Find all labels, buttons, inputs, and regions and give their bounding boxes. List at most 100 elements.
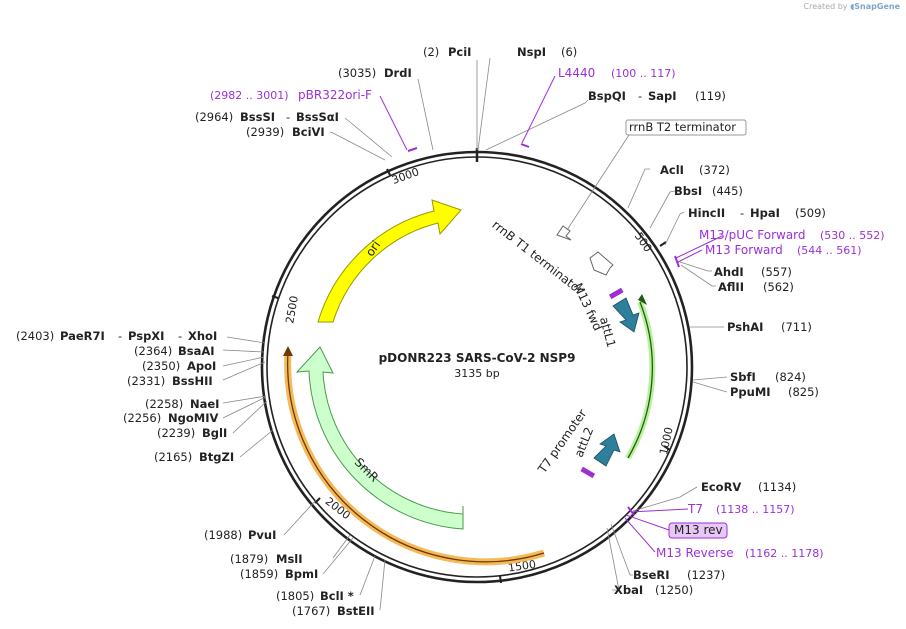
- primer-markers: [407, 143, 680, 516]
- green-orf-arrowhead: [638, 294, 647, 305]
- tick-500: [659, 241, 667, 247]
- primer-range-pbr322ori: (2982 .. 3001): [210, 89, 289, 102]
- snapgene-logo-icon: ◖: [850, 2, 855, 11]
- site-pos-ppumi: (825): [788, 385, 819, 399]
- snapgene-brand-name: SnapGene: [854, 2, 900, 11]
- site-dash-bspqi: -: [638, 89, 642, 103]
- m13-rev-label-box: [668, 522, 728, 539]
- site-pos-apoi: (2350): [142, 359, 180, 373]
- site-name-aflii: AflII: [718, 280, 744, 294]
- site-pos-bcli: (1805): [276, 589, 314, 603]
- primer-range-l4440: (100 .. 117): [611, 67, 676, 80]
- site-dash-paer7i: -: [118, 329, 122, 343]
- site-pos-acli: (372): [699, 163, 730, 177]
- site-pos-bgli: (2239): [157, 426, 195, 440]
- rrnb-t2-leader: [566, 134, 630, 231]
- site-name-bpmi: BpmI: [285, 567, 318, 581]
- site-name-xbai: XbaI: [614, 583, 643, 597]
- site-pos-pshai: (711): [781, 320, 812, 334]
- site-name-pshai: PshAI: [727, 320, 763, 334]
- site-name-bcivi: BciVI: [292, 125, 325, 139]
- orange-orf-arrowhead: [283, 346, 293, 356]
- site-name-acli: AclI: [660, 163, 684, 177]
- site-dash-hincii: -: [740, 206, 744, 220]
- tick-label-1000: 1000: [657, 426, 676, 456]
- tick-1000: [663, 445, 671, 451]
- primer-range-m13-fwd: (544 .. 561): [797, 244, 862, 257]
- site-name-pspxi: PspXI: [128, 329, 164, 343]
- site-name-sapi: SapI: [648, 89, 677, 103]
- primer-name-m13-fwd: M13 Forward: [705, 243, 783, 257]
- site-pos-bsaai: (2364): [134, 344, 172, 358]
- rrnb-t2-label-box: [625, 119, 747, 136]
- primer-range-t7: (1138 .. 1157): [716, 503, 795, 516]
- site-name-bsshii: BssHII: [172, 374, 213, 388]
- orange-orf-arc-core: [286, 351, 545, 563]
- created-by-text: Created by: [803, 2, 848, 11]
- primer-name-m13-rev: M13 rev: [674, 523, 723, 537]
- site-name-nspi: NspI: [517, 45, 546, 59]
- primer-name-m13puc-fwd: M13/pUC Forward: [699, 228, 806, 242]
- site-name-btgzi: BtgZI: [199, 450, 234, 464]
- site-pos-bspqi: (119): [695, 89, 726, 103]
- m13-fwd-marker: [608, 287, 624, 300]
- site-name-hincii: HincII: [688, 206, 725, 220]
- primer-name-t7: T7: [687, 502, 703, 516]
- site-name-pvui: PvuI: [248, 528, 276, 542]
- site-pos-bseri: (1237): [687, 568, 725, 582]
- site-pos-naei: (2258): [145, 397, 183, 411]
- site-pos-hincii: (509): [795, 206, 826, 220]
- tick-label-2500: 2500: [283, 295, 301, 325]
- site-pos-bbsi: (445): [712, 184, 743, 198]
- site-dash-pspxi: -: [178, 329, 182, 343]
- site-name-naei: NaeI: [190, 397, 219, 411]
- site-pos-ngomiv: (2256): [123, 411, 161, 425]
- site-name-paer7i: PaeR7I: [60, 329, 105, 343]
- site-pos-ecorv: (1134): [758, 480, 796, 494]
- snapgene-credit: Created by ◖SnapGene: [804, 2, 900, 11]
- site-name-bsaai: BsaAI: [178, 344, 215, 358]
- site-pos-paer7i: (2403): [16, 329, 54, 343]
- site-name-bbsi: BbsI: [674, 184, 702, 198]
- site-pos-bsssi: (2964): [195, 110, 233, 124]
- site-name-ecorv: EcoRV: [701, 480, 741, 494]
- rrnb-t1-arrow: [589, 251, 614, 276]
- site-name-xhoi: XhoI: [188, 329, 217, 343]
- primer-range-m13puc-fwd: (530 .. 552): [820, 229, 885, 242]
- plasmid-title: pDONR223 SARS-CoV-2 NSP9: [379, 351, 576, 365]
- site-pos-bcivi: (2939): [246, 125, 284, 139]
- enzyme-leader-lines: [222, 57, 728, 611]
- primer-name-pbr322ori: pBR322ori-F: [298, 88, 372, 102]
- primer-labels: (2982 .. 3001) pBR322ori-F L4440 (100 ..…: [210, 66, 885, 560]
- rrnb-t1-label: rrnB T1 terminator: [489, 218, 586, 298]
- site-name-apoi: ApoI: [187, 359, 216, 373]
- site-name-pcii: PciI: [448, 45, 471, 59]
- top-enzyme-labels: (2) PciI NspI (6) (3035) DrdI BspQI - Sa…: [195, 45, 726, 139]
- site-pos-nspi: (6): [561, 45, 577, 59]
- primer-range-m13-reverse: (1162 .. 1178): [745, 547, 824, 560]
- scale-ticks: [271, 168, 671, 584]
- site-name-ppumi: PpuMI: [730, 385, 771, 399]
- site-pos-aflii: (562): [763, 280, 794, 294]
- site-pos-ahdi: (557): [761, 265, 792, 279]
- site-name-msli: MslI: [276, 552, 303, 566]
- site-pos-pcii: (2): [423, 45, 439, 59]
- site-pos-bsteii: (1767): [292, 604, 330, 618]
- site-name-sbfi: SbfI: [730, 370, 756, 384]
- site-name-bsssi: BssSI: [240, 110, 275, 124]
- attl1-arrow: [612, 297, 640, 333]
- primer-name-m13-reverse: M13 Reverse: [656, 546, 734, 560]
- site-pos-xbai: (1250): [655, 583, 693, 597]
- smr-feature-arrow: [295, 346, 464, 530]
- site-pos-btgzi: (2165): [154, 450, 192, 464]
- site-name-bsteii: BstEII: [337, 604, 375, 618]
- site-name-bspqi: BspQI: [588, 89, 626, 103]
- site-name-ngomiv: NgoMIV: [168, 411, 218, 425]
- site-name-bsssai: BssSαI: [296, 110, 339, 124]
- green-orf-arc-core: [627, 301, 654, 459]
- t7-promoter-marker: [580, 466, 596, 479]
- left-enzyme-labels: (2403) PaeR7I - PspXI - XhoI (2364) BsaA…: [16, 329, 375, 618]
- rrnb-t2-label: rrnB T2 terminator: [629, 120, 736, 134]
- tick-2500: [271, 295, 279, 299]
